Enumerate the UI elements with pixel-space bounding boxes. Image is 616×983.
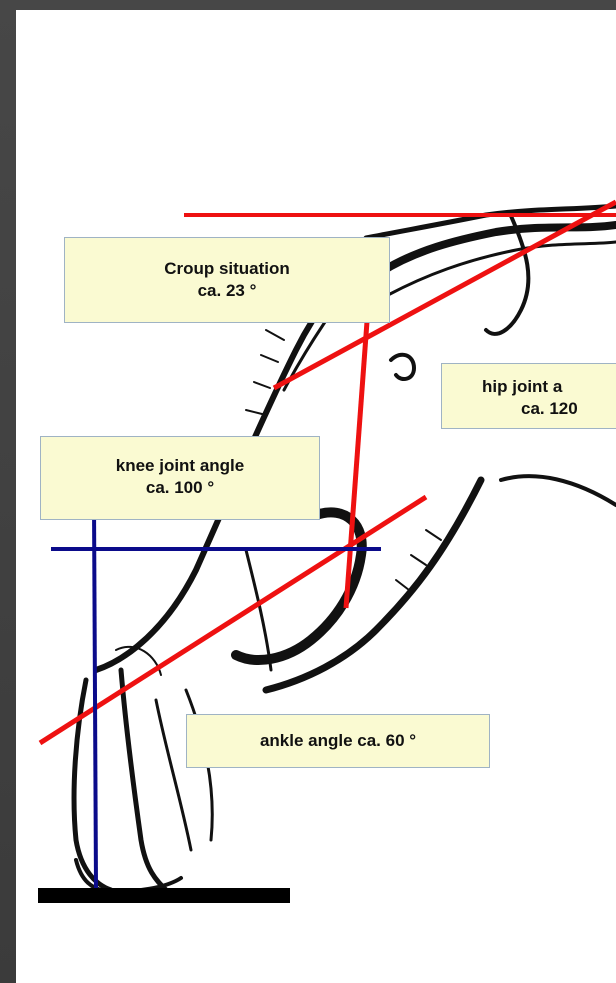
knee-angle-title: knee joint angle — [41, 455, 319, 477]
slide-canvas: Croup situation ca. 23 ° hip joint a ca.… — [16, 10, 616, 983]
ankle-angle-title: ankle angle ca. 60 ° — [187, 730, 489, 752]
croup-angle-label: Croup situation ca. 23 ° — [64, 237, 390, 323]
vertical-reference — [94, 505, 96, 888]
croup-angle-value: ca. 23 ° — [65, 280, 389, 302]
croup-angle-title: Croup situation — [65, 258, 389, 280]
hip-angle-title: hip joint a — [482, 376, 616, 398]
reference-lines — [51, 505, 381, 888]
knee-angle-label: knee joint angle ca. 100 ° — [40, 436, 320, 520]
hip-angle-label: hip joint a ca. 120 — [441, 363, 616, 429]
ground-line — [38, 888, 290, 903]
tibia-line — [40, 497, 426, 743]
hip-angle-value: ca. 120 — [482, 398, 616, 420]
knee-angle-value: ca. 100 ° — [41, 477, 319, 499]
ankle-angle-label: ankle angle ca. 60 ° — [186, 714, 490, 768]
